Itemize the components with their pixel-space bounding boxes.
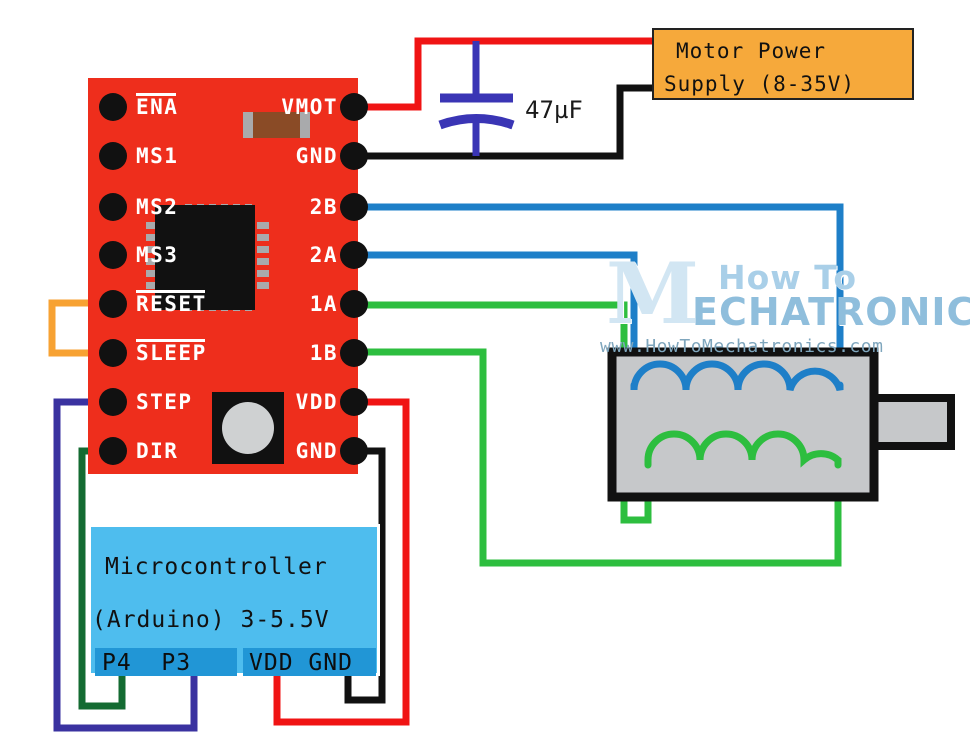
smd-resistor-cap-right	[298, 112, 310, 138]
pin-label-vdd: VDD	[295, 390, 338, 414]
motor-power-supply-box	[652, 28, 914, 100]
motor-coil-a	[644, 430, 842, 469]
wire-motor-gnd-black	[354, 84, 662, 160]
pin-label-ena: ENA	[136, 93, 179, 119]
pin-label-dir: DIR	[136, 439, 179, 463]
driver-left-pads	[99, 93, 127, 465]
pin-label-reset: RESET	[136, 290, 207, 316]
pin-label-ms2: MS2	[136, 195, 179, 219]
microcontroller-pin-band-left	[95, 648, 237, 676]
motor-shaft	[869, 394, 955, 450]
microcontroller-subtitle: (Arduino) 3-5.5V	[92, 607, 330, 633]
wire-1a-green	[354, 301, 652, 524]
wire-step-purple	[53, 398, 198, 732]
wire-vdd-red	[273, 398, 410, 726]
potentiometer-knob	[222, 402, 274, 454]
pin-label-step: STEP	[136, 390, 193, 414]
a4988-chip-body	[155, 205, 255, 310]
pin-label-2b: 2B	[309, 195, 338, 219]
wire-2a-blue	[354, 251, 638, 389]
microcontroller-title: Microcontroller	[105, 554, 328, 580]
pin-label-sleep: SLEEP	[136, 339, 207, 365]
wire-vmot-red	[354, 37, 662, 111]
pin-label-1a: 1A	[309, 292, 338, 316]
power-supply-line1: Motor Power	[676, 39, 827, 63]
microcontroller-pins-right: VDD GND	[249, 650, 353, 676]
microcontroller-pins-left: P4 P3	[102, 650, 192, 676]
power-supply-line2: Supply (8-35V)	[664, 72, 856, 96]
pin-label-2a: 2A	[309, 243, 338, 267]
driver-right-pads	[340, 93, 368, 465]
wire-2b-blue	[354, 203, 844, 389]
pin-label-gnd-motor: GND	[295, 144, 338, 168]
pin-label-1b: 1B	[309, 341, 338, 365]
capacitor-plate-bottom	[438, 114, 515, 130]
pin-label-ms3: MS3	[136, 243, 179, 267]
wire-1b-green	[354, 348, 842, 567]
smd-resistor-body	[253, 112, 300, 138]
pin-label-ms1: MS1	[136, 144, 179, 168]
wire-reset-sleep-orange	[48, 299, 114, 357]
pin-label-gnd-logic: GND	[295, 439, 338, 463]
smd-resistor-cap-left	[243, 112, 255, 138]
wire-logic-gnd-black	[344, 447, 386, 704]
microcontroller-pin-band-right	[243, 648, 376, 676]
motor-coil-b	[630, 360, 844, 392]
capacitor-value-label: 47µF	[525, 96, 583, 124]
pin-label-vmot: VMOT	[281, 95, 338, 119]
